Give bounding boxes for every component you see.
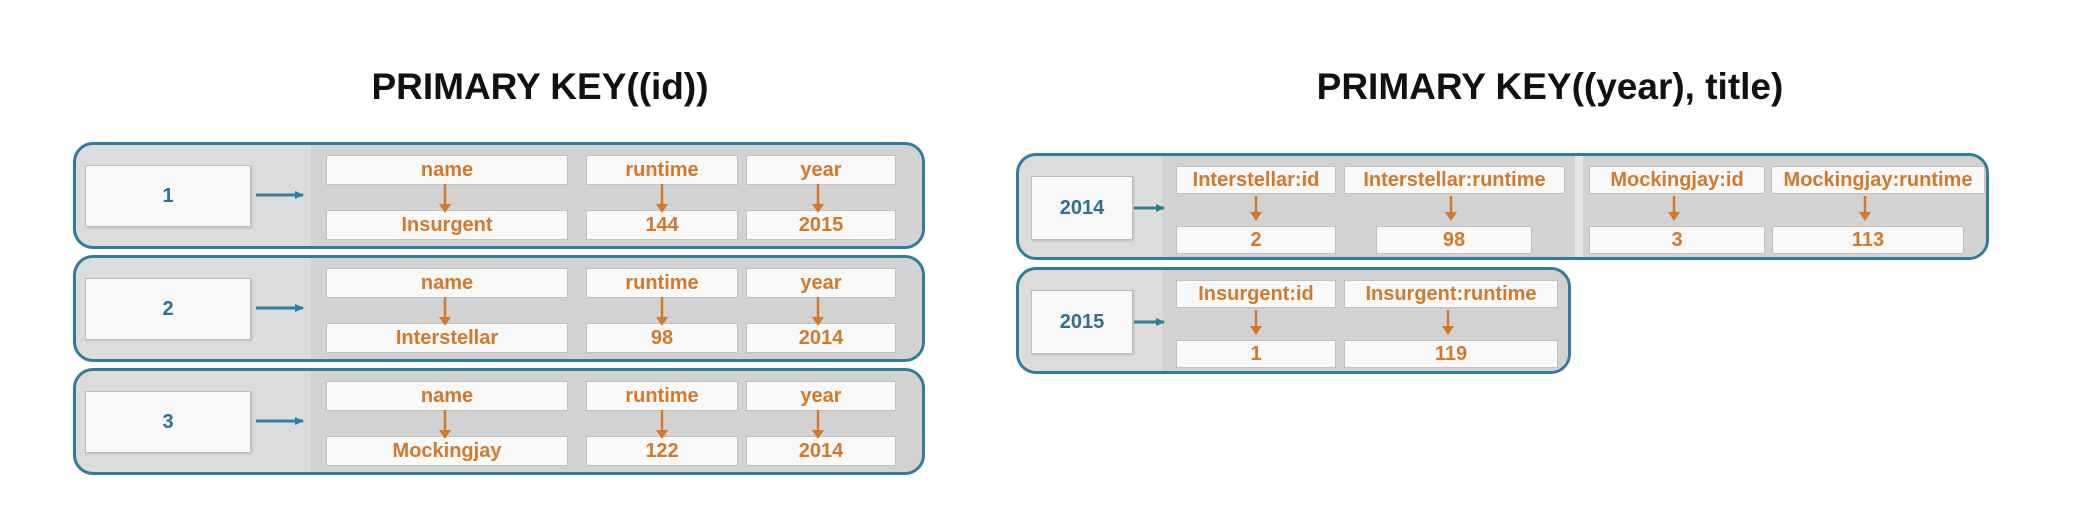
column-value: 98 [1376, 226, 1532, 254]
column-name: name [326, 268, 568, 298]
column-value: 98 [586, 323, 738, 353]
column-value: 2015 [746, 210, 896, 240]
column-name: Interstellar:runtime [1344, 166, 1565, 194]
column-name: name [326, 381, 568, 411]
column-value: 2014 [746, 323, 896, 353]
column-value: 2014 [746, 436, 896, 466]
column-value: Mockingjay [326, 436, 568, 466]
row-key: 2015 [1031, 290, 1133, 354]
column-name: runtime [586, 381, 738, 411]
column-name: name [326, 155, 568, 185]
left-row: 3 name Mockingjay runtime 122 year 2014 [73, 368, 925, 475]
column-value: Insurgent [326, 210, 568, 240]
column-name: Insurgent:runtime [1344, 280, 1558, 308]
column-value: 122 [586, 436, 738, 466]
column-name: year [746, 381, 896, 411]
column-value: 113 [1772, 226, 1964, 254]
row-key: 2 [85, 278, 251, 340]
left-title: PRIMARY KEY((id)) [371, 66, 709, 107]
column-name: Mockingjay:id [1589, 166, 1765, 194]
column-name: year [746, 268, 896, 298]
column-name: runtime [586, 268, 738, 298]
column-name: Interstellar:id [1176, 166, 1336, 194]
column-value: Interstellar [326, 323, 568, 353]
column-value: 1 [1176, 340, 1336, 368]
column-value: 2 [1176, 226, 1336, 254]
column-value: 144 [586, 210, 738, 240]
right-row: 2015 Insurgent:id 1 Insurgent:runtime 11… [1016, 267, 1571, 374]
column-name: runtime [586, 155, 738, 185]
column-name: Mockingjay:runtime [1771, 166, 1985, 194]
row-key: 2014 [1031, 176, 1133, 240]
row-key: 1 [85, 165, 251, 227]
column-value: 3 [1589, 226, 1765, 254]
column-name: year [746, 155, 896, 185]
left-row: 1 name Insurgent runtime 144 year 2015 [73, 142, 925, 249]
right-title: PRIMARY KEY((year), title) [1316, 66, 1784, 107]
right-row: 2014 Interstellar:id 2 Interstellar:runt… [1016, 153, 1989, 260]
row-key: 3 [85, 391, 251, 453]
column-value: 119 [1344, 340, 1558, 368]
left-row: 2 name Interstellar runtime 98 year 2014 [73, 255, 925, 362]
column-name: Insurgent:id [1176, 280, 1336, 308]
